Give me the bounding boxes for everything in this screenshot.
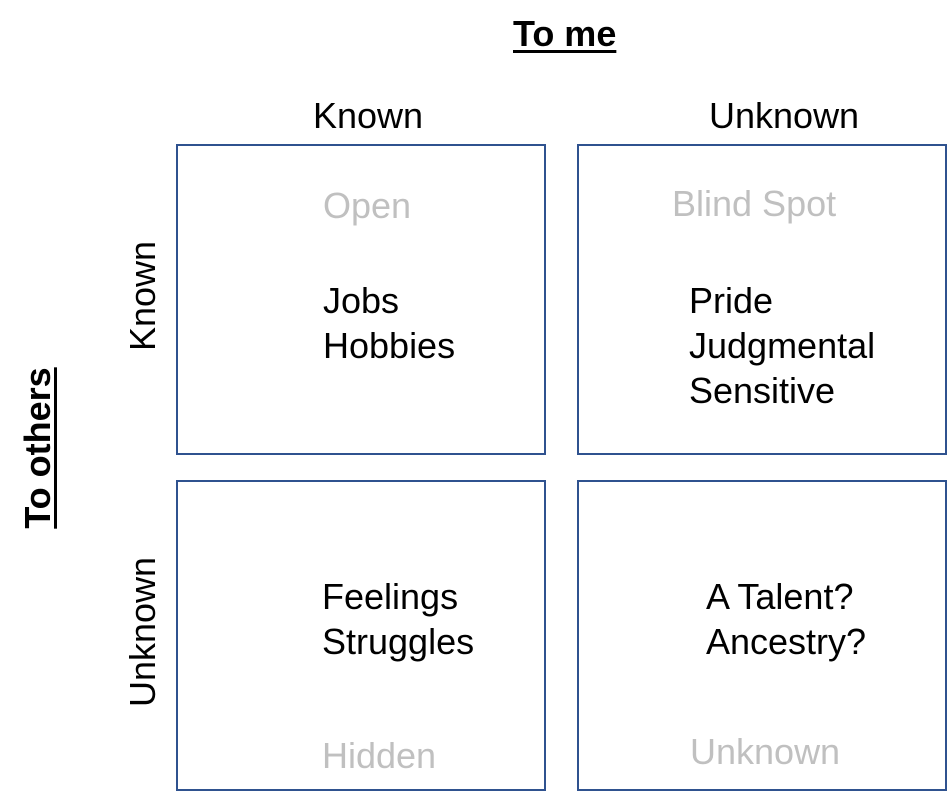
quadrant-open-label: Open bbox=[323, 185, 412, 226]
list-item: Ancestry? bbox=[706, 621, 867, 662]
quadrant-blind-spot: Blind Spot Pride Judgmental Sensitive bbox=[577, 144, 947, 455]
list-item: Judgmental bbox=[689, 325, 876, 366]
quadrant-open-items: Jobs Hobbies bbox=[323, 278, 455, 368]
list-item: A Talent? bbox=[706, 576, 854, 617]
quadrant-unknown: A Talent? Ancestry? Unknown bbox=[577, 480, 947, 791]
list-item: Hobbies bbox=[323, 325, 456, 366]
list-item: Sensitive bbox=[689, 370, 836, 411]
top-axis-title: To me bbox=[513, 13, 617, 54]
list-item: Jobs bbox=[323, 280, 400, 321]
row-header-unknown: Unknown bbox=[122, 556, 163, 708]
quadrant-unknown-items: A Talent? Ancestry? bbox=[706, 574, 866, 664]
quadrant-hidden-label: Hidden bbox=[322, 735, 437, 776]
column-header-unknown: Unknown bbox=[709, 95, 860, 136]
quadrant-hidden-items: Feelings Struggles bbox=[322, 574, 474, 664]
quadrant-blind-spot-label: Blind Spot bbox=[672, 183, 837, 224]
quadrant-open: Open Jobs Hobbies bbox=[176, 144, 546, 455]
quadrant-hidden: Feelings Struggles Hidden bbox=[176, 480, 546, 791]
list-item: Pride bbox=[689, 280, 774, 321]
quadrant-blind-spot-items: Pride Judgmental Sensitive bbox=[689, 278, 875, 413]
quadrant-unknown-label: Unknown bbox=[690, 731, 841, 772]
side-axis-title: To others bbox=[17, 367, 58, 529]
row-header-known: Known bbox=[122, 240, 163, 352]
column-header-known: Known bbox=[313, 95, 424, 136]
list-item: Feelings bbox=[322, 576, 459, 617]
list-item: Struggles bbox=[322, 621, 475, 662]
